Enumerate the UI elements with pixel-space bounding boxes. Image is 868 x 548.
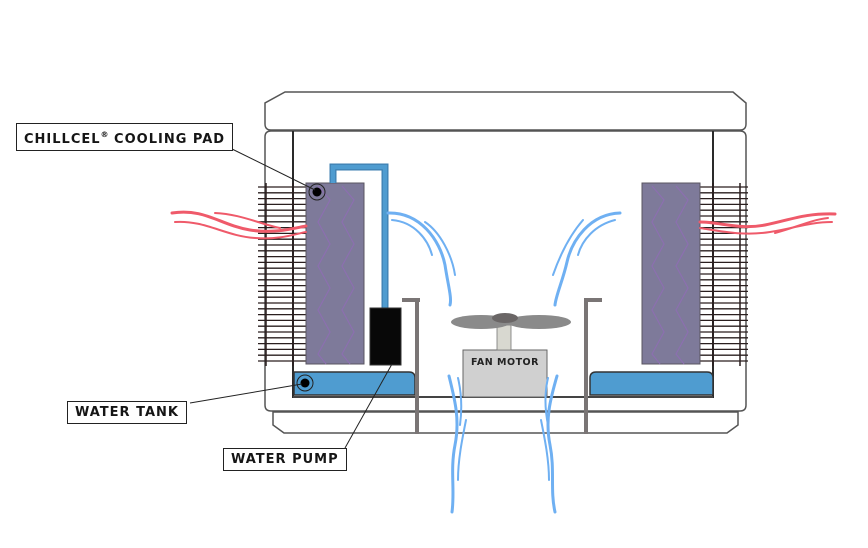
fan-motor [462, 349, 548, 398]
cooling-pad-right [641, 182, 701, 365]
cool-air-flow-bottom-right [540, 374, 559, 514]
partition-left-cap [402, 298, 420, 302]
pad-zigzag-left-1 [317, 185, 331, 365]
cooler-base [272, 411, 739, 434]
water-tank-left [293, 371, 416, 396]
label-water-tank-text: WATER TANK [75, 405, 179, 420]
label-cooling-pad-name: CHILLCEL [24, 132, 101, 147]
cooler-lid [264, 91, 747, 131]
fan-blade-right [507, 315, 571, 329]
label-cooling-pad-suffix: COOLING PAD [108, 132, 226, 147]
cool-air-flow-top-right [552, 211, 622, 307]
cool-air-flow-top-left [386, 211, 456, 307]
leader-water-pump [344, 363, 393, 449]
fan-hub [492, 313, 518, 323]
hot-air-flow-left [170, 210, 308, 240]
pad-zigzag-right-1 [651, 185, 665, 365]
label-cooling-pad: CHILLCEL® COOLING PAD [16, 123, 234, 151]
partition-left [415, 302, 419, 434]
callout-dot-water-tank [300, 378, 310, 388]
callout-dot-cooling-pad [312, 187, 322, 197]
cool-air-flow-bottom-left [447, 374, 467, 514]
callout-ring-water-tank [296, 374, 314, 392]
callout-ring-cooling-pad [308, 183, 326, 201]
cooling-pad-left [305, 182, 365, 365]
fan-shaft [496, 324, 512, 351]
partition-right-cap [584, 298, 602, 302]
registered-mark: ® [100, 130, 109, 139]
hot-air-flow-right [698, 212, 837, 235]
pad-zigzag-left-2 [341, 185, 355, 365]
water-tank-right [589, 371, 714, 396]
leader-cooling-pad [229, 147, 316, 191]
label-fan-motor: FAN MOTOR [463, 357, 547, 368]
partition-right [584, 302, 588, 434]
label-water-tank: WATER TANK [67, 401, 187, 424]
louver-fins-left [258, 183, 306, 366]
leader-water-tank [189, 383, 303, 404]
label-water-pump: WATER PUMP [223, 448, 347, 471]
label-fan-motor-text: FAN MOTOR [471, 357, 539, 368]
label-water-pump-text: WATER PUMP [231, 452, 339, 467]
louver-fins-right [700, 183, 748, 366]
water-pump [369, 307, 402, 366]
pad-zigzag-right-2 [675, 185, 689, 365]
water-pipe-inner [330, 164, 388, 310]
